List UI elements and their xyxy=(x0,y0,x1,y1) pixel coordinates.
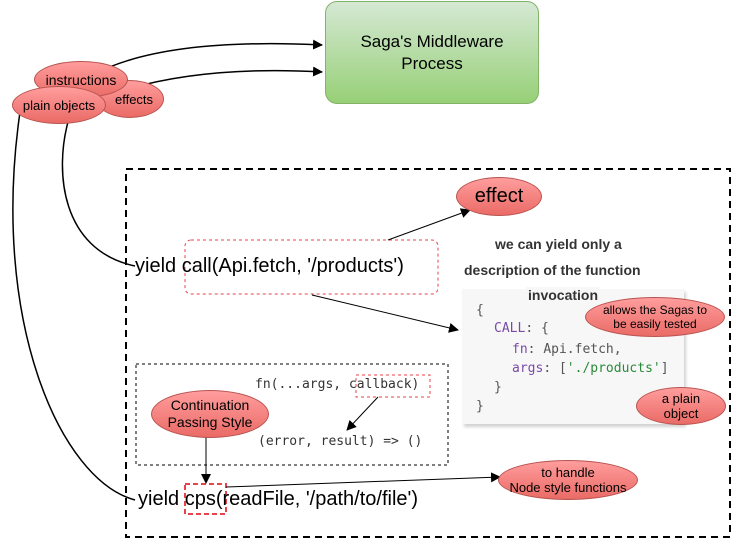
call-highlight-box xyxy=(184,239,439,295)
effect-bubble: effect xyxy=(456,177,542,216)
callback-result: (error, result) => () xyxy=(258,434,423,449)
plain-object-bubble: a plain object xyxy=(636,387,726,425)
call-to-effect-arrow xyxy=(387,208,471,241)
description-line2: description of the function xyxy=(462,262,643,278)
callback-to-result-arrow xyxy=(346,396,379,431)
node-line1: to handle xyxy=(541,465,595,480)
code-args-line: args: ['./products'] xyxy=(512,361,669,376)
yield-call-line: yield call(Api.fetch, '/products') xyxy=(135,255,404,278)
node-style-bubble: to handle Node style functions xyxy=(498,460,638,500)
allows-line2: be easily tested xyxy=(613,317,697,331)
description-line3: invocation xyxy=(526,287,601,303)
cps-style-bubble: Continuation Passing Style xyxy=(151,390,269,438)
plain-objects-bubble: plain objects xyxy=(12,86,106,124)
cps-args: (readFile, '/path/to/file') xyxy=(215,488,418,510)
fn-signature: fn(...args, callback) xyxy=(255,377,420,392)
plain-object-line2: object xyxy=(663,406,699,421)
callback-highlight-box xyxy=(355,374,431,398)
description-line1: we can yield only a xyxy=(493,236,624,252)
plain-objects-label: plain objects xyxy=(22,97,96,113)
call-expression: call(Api.fetch, '/products') xyxy=(181,255,404,277)
cps-dashed-frame xyxy=(135,363,449,466)
allows-testing-bubble: allows the Sagas to be easily tested xyxy=(585,297,725,337)
call-to-code-arrow xyxy=(311,294,459,333)
code-close-inner: } xyxy=(494,380,502,395)
allows-line1: allows the Sagas to xyxy=(602,303,708,317)
effects-label: effects xyxy=(114,91,154,107)
cps-to-node-arrow xyxy=(225,472,501,488)
yield-cps-line: yield cps(readFile, '/path/to/file') xyxy=(138,488,418,511)
instructions-label: instructions xyxy=(45,71,117,88)
yield-cps-curve xyxy=(12,111,136,501)
cps-function: cps xyxy=(184,488,216,510)
outer-dashed-frame xyxy=(125,168,731,538)
saga-middleware-process: Saga's Middleware Process xyxy=(325,1,539,104)
cps-style-line2: Passing Style xyxy=(167,414,253,430)
cps-style-line1: Continuation xyxy=(170,397,250,413)
cps-highlight-box xyxy=(184,483,227,515)
process-line2: Process xyxy=(401,53,463,73)
process-line1: Saga's Middleware xyxy=(360,31,504,51)
plain-object-line1: a plain xyxy=(661,391,701,406)
callback-token: callback xyxy=(348,377,412,392)
effect-label: effect xyxy=(474,185,524,207)
code-open-brace: { xyxy=(476,303,484,318)
node-line2: Node style functions xyxy=(509,480,627,495)
yield-keyword: yield xyxy=(135,255,182,277)
yield-call-curve xyxy=(61,121,136,267)
code-fn-line: fn: Api.fetch, xyxy=(512,342,622,357)
code-close-outer: } xyxy=(476,399,484,414)
yield-keyword-cps: yield xyxy=(138,488,185,510)
code-call-line: CALL: { xyxy=(494,321,549,336)
